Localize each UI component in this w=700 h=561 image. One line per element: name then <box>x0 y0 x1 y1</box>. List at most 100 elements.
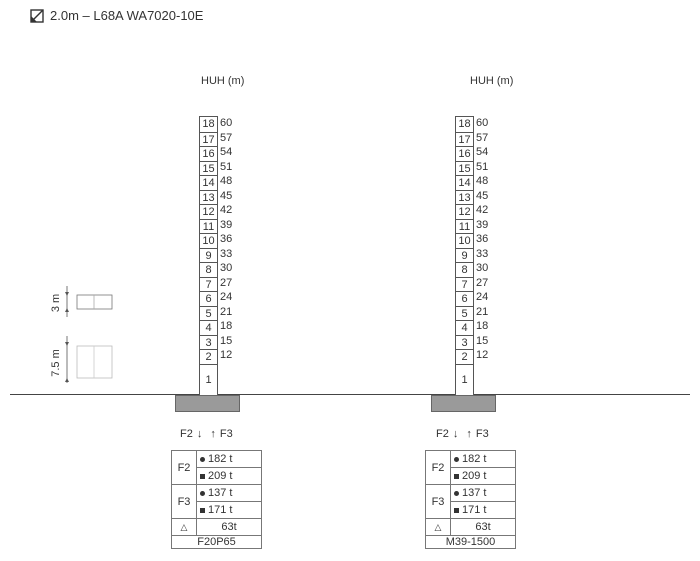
height-value: 24 <box>476 291 489 303</box>
square-icon <box>200 507 205 513</box>
height-value: 54 <box>476 146 489 158</box>
height-value: 27 <box>476 276 489 289</box>
foundation-base <box>175 395 240 412</box>
mast-section: 8 <box>200 262 217 278</box>
height-value: 51 <box>476 160 489 173</box>
mast-base-section: 1 <box>456 363 473 397</box>
mast-base-section: 1 <box>200 363 217 397</box>
load-table: F2 182 t 209 t F3 137 t 171 t △ 63t M39-… <box>425 450 516 549</box>
mast-section: 6 <box>456 291 473 307</box>
f3-value-b: 171 t <box>208 504 233 516</box>
mast-section: 2 <box>200 349 217 365</box>
mast-section: 5 <box>456 305 473 322</box>
f2-value-a: 182 t <box>208 453 233 465</box>
model-label: F20P65 <box>171 536 262 549</box>
huh-label: HUH (m) <box>201 75 245 87</box>
mast-section: 10 <box>456 233 473 249</box>
mast-section: 9 <box>456 247 473 264</box>
f2-row-label: F2 <box>171 450 197 485</box>
mast-section: 4 <box>200 320 217 336</box>
height-value: 48 <box>220 175 233 187</box>
height-value: 48 <box>476 175 489 187</box>
load-table: F2 182 t 209 t F3 137 t 171 t △ 63t F20P… <box>171 450 262 549</box>
weight-value: 63t <box>450 518 516 536</box>
weight-icon: △ <box>425 518 451 536</box>
height-value: 42 <box>220 204 233 216</box>
weight-value: 63t <box>196 518 262 536</box>
height-value: 45 <box>476 189 489 202</box>
circle-icon <box>454 456 459 462</box>
height-value: 27 <box>220 276 233 289</box>
height-value: 30 <box>220 262 233 274</box>
f3-value-a: 137 t <box>462 487 487 499</box>
height-value: 60 <box>476 117 489 129</box>
height-value: 60 <box>220 117 233 129</box>
force-indicator: F2 ↓ ↑ F3 <box>436 428 489 440</box>
f2-value-a: 182 t <box>462 453 487 465</box>
f3-value-b: 171 t <box>462 504 487 516</box>
arrow-up-icon: ↑ <box>466 428 472 440</box>
mast-section: 16 <box>200 146 217 162</box>
square-icon <box>454 507 459 513</box>
mast-section: 15 <box>200 160 217 177</box>
mast-section: 11 <box>200 218 217 235</box>
title-text: 2.0m – L68A WA7020-10E <box>50 8 204 23</box>
mast-section: 2 <box>456 349 473 365</box>
circle-icon <box>200 490 205 496</box>
mast-section: 3 <box>456 334 473 351</box>
dim-label-bottom: 7.5 m <box>49 349 62 377</box>
f2-value-b: 209 t <box>462 470 487 482</box>
height-value: 51 <box>220 160 233 173</box>
weight-icon: △ <box>171 518 197 536</box>
height-value: 45 <box>220 189 233 202</box>
mast-section: 12 <box>456 204 473 220</box>
f3-label: F3 <box>475 428 489 440</box>
mast-section: 6 <box>200 291 217 307</box>
mast-section: 18 <box>202 118 215 130</box>
height-value: 36 <box>220 233 233 245</box>
model-label: M39-1500 <box>425 536 516 549</box>
arrow-up-icon: ↑ <box>210 428 216 440</box>
height-value: 18 <box>220 320 233 332</box>
f3-row-label: F3 <box>171 484 197 519</box>
mast-section: 13 <box>200 189 217 206</box>
mast-section: 17 <box>456 131 473 148</box>
mast-section: 3 <box>200 334 217 351</box>
height-value: 12 <box>476 349 489 361</box>
f3-value-a: 137 t <box>208 487 233 499</box>
mast-section: 4 <box>456 320 473 336</box>
height-value: 15 <box>220 334 233 347</box>
height-value: 42 <box>476 204 489 216</box>
height-value: 12 <box>220 349 233 361</box>
mast-section: 18 <box>458 118 471 130</box>
huh-label: HUH (m) <box>470 75 514 87</box>
f2-value-b: 209 t <box>208 470 233 482</box>
f2-row-label: F2 <box>425 450 451 485</box>
height-value: 39 <box>476 218 489 231</box>
force-indicator: F2 ↓ ↑ F3 <box>180 428 233 440</box>
mast-section-icon <box>30 8 44 23</box>
height-value: 15 <box>476 334 489 347</box>
dim-label-top: 3 m <box>50 293 63 313</box>
mast-section: 11 <box>456 218 473 235</box>
mast-section: 13 <box>456 189 473 206</box>
height-value: 30 <box>476 262 489 274</box>
mast-section: 14 <box>456 175 473 191</box>
mast-section: 5 <box>200 305 217 322</box>
f2-label: F2 <box>436 428 449 440</box>
arrow-down-icon: ↓ <box>196 428 203 440</box>
f3-label: F3 <box>219 428 233 440</box>
mast-section: 15 <box>456 160 473 177</box>
height-value: 21 <box>220 305 233 318</box>
height-value: 24 <box>220 291 233 303</box>
ground-line <box>10 394 690 395</box>
circle-icon <box>200 456 205 462</box>
mast-section: 17 <box>200 131 217 148</box>
height-value: 33 <box>220 247 233 260</box>
square-icon <box>200 473 205 479</box>
mast-section: 7 <box>456 276 473 293</box>
section-dimension-legend <box>65 286 113 383</box>
foundation-base <box>431 395 496 412</box>
